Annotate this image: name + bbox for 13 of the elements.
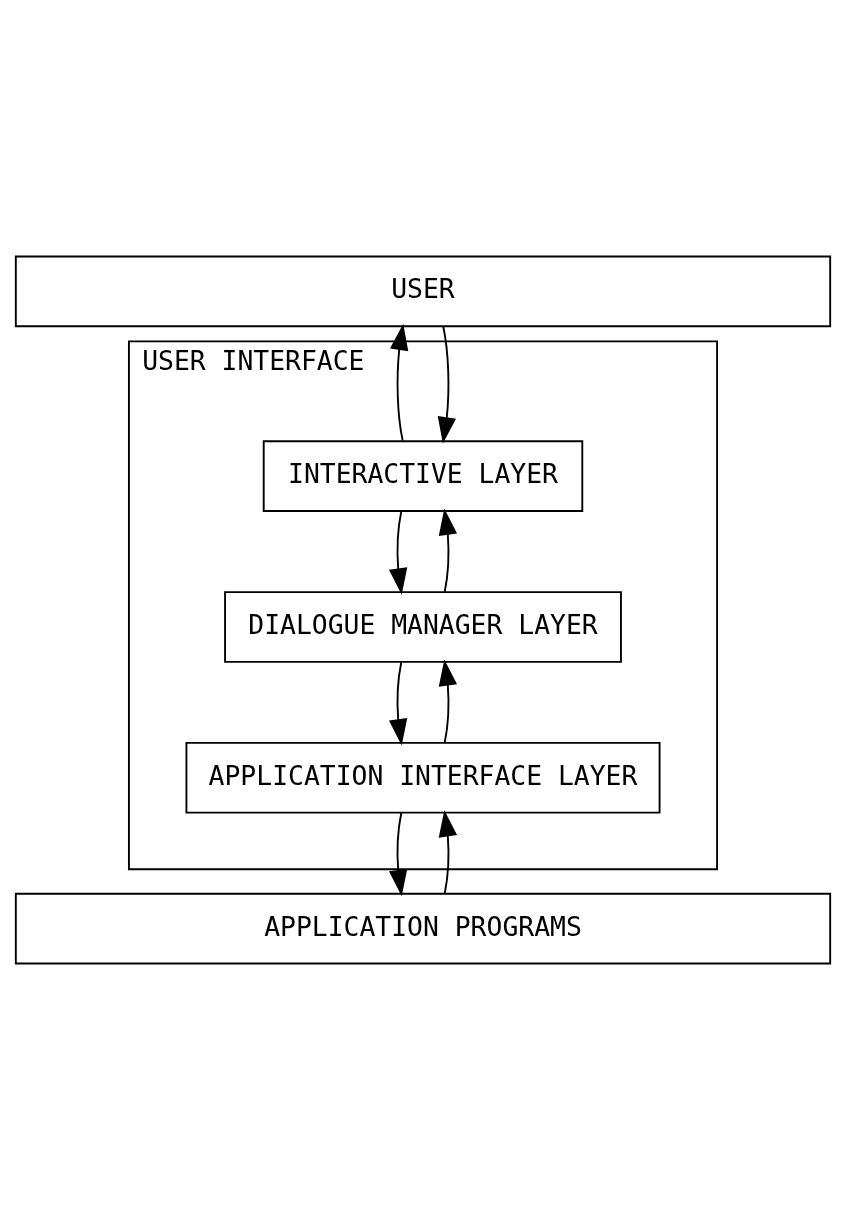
node-box: APPLICATION INTERFACE LAYER: [185, 741, 661, 814]
arrow: [390, 323, 409, 442]
arrow: [438, 810, 458, 895]
arrow: [388, 510, 408, 595]
node-box: APPLICATION PROGRAMS: [14, 892, 832, 965]
arrow: [438, 659, 458, 744]
arrow: [437, 325, 456, 444]
node-box: DIALOGUE MANAGER LAYER: [224, 591, 622, 663]
node-box: INTERACTIVE LAYER: [262, 440, 584, 512]
arrow: [388, 661, 408, 746]
arrow: [388, 812, 408, 897]
arrow: [438, 508, 458, 593]
node-box: USER: [14, 255, 832, 328]
